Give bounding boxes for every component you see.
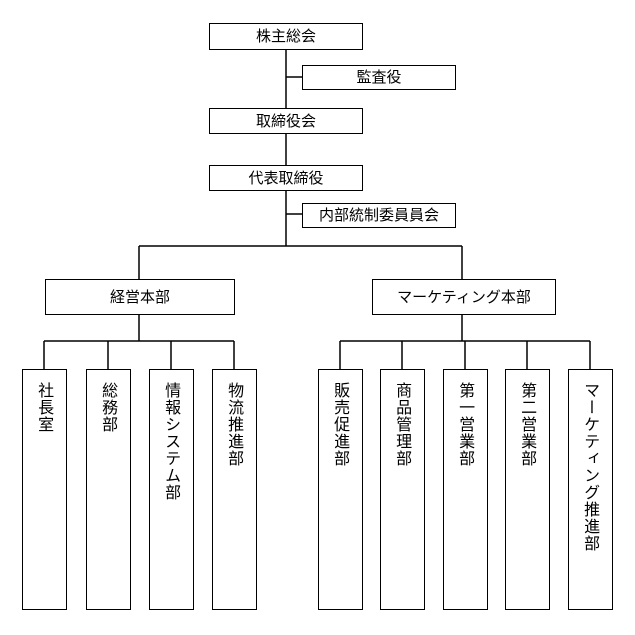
shareholders-meeting-label: 株主総会 [255, 27, 316, 45]
department-label: 社長室 [35, 382, 55, 433]
department-label: 物流推進部 [225, 382, 245, 467]
department-box: 物流推進部 [212, 369, 257, 610]
department-box: 社長室 [22, 369, 67, 610]
department-label: マーケティング推進部 [581, 382, 601, 552]
auditor-box: 監査役 [302, 65, 456, 90]
board-box: 取締役会 [209, 108, 363, 134]
department-box: 第一営業部 [443, 369, 488, 610]
department-box: 情報システム部 [149, 369, 194, 610]
department-label: 第一営業部 [456, 382, 476, 467]
management-division-label: 経営本部 [109, 287, 170, 306]
board-label: 取締役会 [255, 111, 316, 130]
department-label: 商品管理部 [393, 382, 413, 467]
auditor-label: 監査役 [356, 68, 402, 86]
department-box: 商品管理部 [380, 369, 425, 610]
ceo-box: 代表取締役 [209, 165, 363, 191]
internal-control-box: 内部統制委員員会 [302, 203, 456, 228]
marketing-division-box: マーケティング本部 [372, 279, 556, 315]
department-box: 第二営業部 [505, 369, 550, 610]
department-label: 販売促進部 [331, 382, 351, 467]
department-label: 情報システム部 [162, 382, 182, 501]
department-label: 第二営業部 [518, 382, 538, 467]
shareholders-meeting-box: 株主総会 [209, 23, 363, 50]
management-division-box: 経営本部 [45, 279, 235, 315]
marketing-division-label: マーケティング本部 [397, 287, 531, 306]
ceo-label: 代表取締役 [248, 168, 324, 187]
department-box: 販売促進部 [318, 369, 363, 610]
internal-control-label: 内部統制委員員会 [318, 206, 439, 224]
department-label: 総務部 [99, 382, 119, 433]
department-box: 総務部 [86, 369, 131, 610]
department-box: マーケティング推進部 [568, 369, 613, 610]
